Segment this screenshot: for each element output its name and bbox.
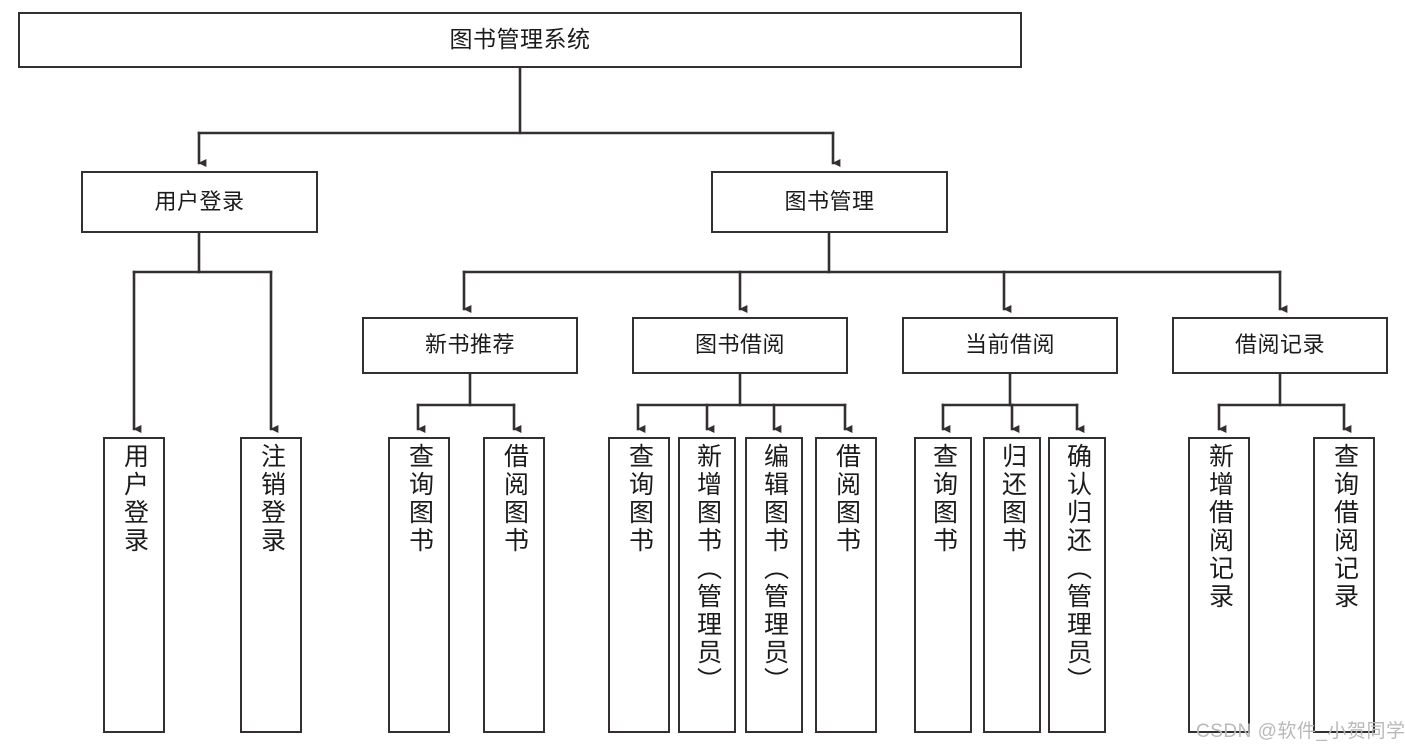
node-leaf-return-book-label: 归还图书: [998, 443, 1027, 555]
node-current-borrow-label: 当前借阅: [964, 332, 1055, 358]
node-leaf-add-record[interactable]: 新增借阅记录: [1188, 437, 1250, 733]
node-new-book-recommend-label: 新书推荐: [424, 332, 515, 358]
node-leaf-logout-label: 注销登录: [257, 443, 286, 555]
node-book-manage[interactable]: 图书管理: [711, 171, 948, 233]
node-leaf-confirm-return[interactable]: 确认归还（管理员）: [1048, 437, 1106, 733]
node-leaf-query-record-label: 查询借阅记录: [1330, 443, 1359, 611]
node-leaf-add-book-label: 新增图书（管理员）: [693, 443, 722, 695]
node-book-borrow[interactable]: 图书借阅: [632, 317, 848, 374]
node-leaf-borrow-book-1-label: 借阅图书: [500, 443, 529, 555]
node-leaf-borrow-book-1[interactable]: 借阅图书: [483, 437, 545, 733]
node-leaf-query-book-3-label: 查询图书: [929, 443, 958, 555]
node-leaf-borrow-book-2[interactable]: 借阅图书: [815, 437, 877, 733]
node-leaf-confirm-return-label: 确认归还（管理员）: [1063, 443, 1092, 695]
node-root-label: 图书管理系统: [449, 26, 591, 53]
node-leaf-borrow-book-2-label: 借阅图书: [832, 443, 861, 555]
node-leaf-edit-book[interactable]: 编辑图书（管理员）: [745, 437, 803, 733]
node-leaf-return-book[interactable]: 归还图书: [983, 437, 1041, 733]
node-user-login-label: 用户登录: [154, 188, 245, 214]
node-book-borrow-label: 图书借阅: [694, 332, 785, 358]
node-borrow-record[interactable]: 借阅记录: [1172, 317, 1388, 374]
node-current-borrow[interactable]: 当前借阅: [902, 317, 1118, 374]
node-leaf-query-book-1-label: 查询图书: [405, 443, 434, 555]
node-book-manage-label: 图书管理: [784, 188, 875, 214]
node-new-book-recommend[interactable]: 新书推荐: [362, 317, 578, 374]
node-borrow-record-label: 借阅记录: [1234, 332, 1325, 358]
node-leaf-user-login-label: 用户登录: [120, 443, 149, 555]
node-leaf-user-login[interactable]: 用户登录: [103, 437, 165, 733]
csdn-watermark: CSDN @软件_小贺同学: [1196, 721, 1405, 742]
node-leaf-query-book-3[interactable]: 查询图书: [914, 437, 972, 733]
node-leaf-query-book-1[interactable]: 查询图书: [388, 437, 450, 733]
node-leaf-logout[interactable]: 注销登录: [240, 437, 302, 733]
node-user-login[interactable]: 用户登录: [81, 171, 318, 233]
node-root[interactable]: 图书管理系统: [18, 12, 1022, 68]
node-leaf-query-book-2[interactable]: 查询图书: [608, 437, 670, 733]
node-leaf-query-record[interactable]: 查询借阅记录: [1313, 437, 1375, 733]
node-leaf-add-book[interactable]: 新增图书（管理员）: [678, 437, 736, 733]
node-leaf-add-record-label: 新增借阅记录: [1205, 443, 1234, 611]
node-leaf-query-book-2-label: 查询图书: [625, 443, 654, 555]
node-leaf-edit-book-label: 编辑图书（管理员）: [760, 443, 789, 695]
